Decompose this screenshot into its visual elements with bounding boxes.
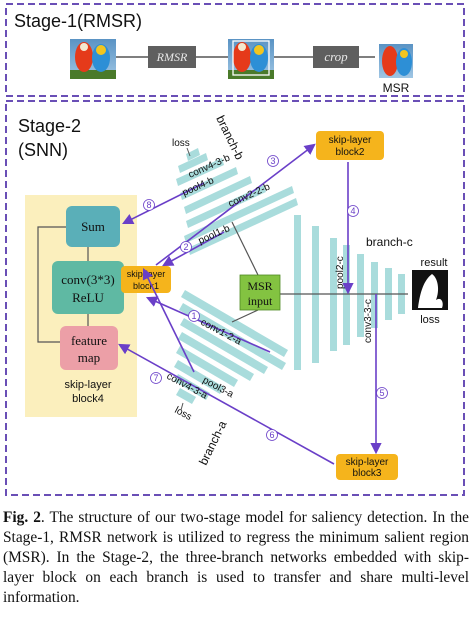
input-parrot-image: [70, 39, 116, 79]
branch-c-layer-4: [343, 245, 350, 345]
region-parrot-image: [228, 39, 274, 79]
branch-a-layer-2: [179, 303, 286, 370]
branch-a-layers: [174, 290, 288, 404]
branch-c-layer-5: [357, 254, 364, 337]
msr-input-box: [239, 274, 281, 311]
crop-label: crop: [324, 49, 348, 64]
branch-b-layer-6: [176, 158, 224, 186]
branch-b-layer-4: [184, 176, 252, 214]
branch-c-layer-1: [294, 215, 301, 370]
arrow-8: [121, 182, 205, 225]
branch-a-layer-5: [176, 346, 238, 387]
step-4: 4: [350, 206, 355, 216]
block4-caption-line2: block4: [72, 393, 104, 405]
rmsr-label: RMSR: [156, 50, 188, 64]
msr-output-image: [379, 44, 413, 78]
branch-c-layer-6: [371, 262, 378, 328]
msr-output-label: MSR: [383, 81, 410, 95]
branch-a-layer-4: [178, 332, 254, 381]
result-label: result: [421, 257, 448, 269]
stage2-title-line1: Stage-2: [18, 116, 81, 136]
arrow-2: [162, 231, 225, 267]
relu-label: ReLU: [72, 290, 104, 305]
arrow-7: [142, 267, 195, 373]
loss-b-line: [186, 147, 191, 157]
branch-c-label: branch-c: [366, 235, 413, 249]
branch-b-layers: [176, 148, 298, 255]
step-7: 7: [153, 373, 158, 383]
stage2-title-line2: (SNN): [18, 140, 68, 160]
branch-a-layer-3: [180, 318, 268, 374]
msr-to-branch-b-line: [231, 221, 259, 276]
stage2-frame: [5, 100, 465, 496]
branch-b-layer-5: [180, 167, 238, 200]
branch-b-layer-1: [188, 198, 298, 255]
rmsr-box: [148, 46, 196, 68]
loss-a-line: [180, 402, 184, 411]
block2-line1: skip-layer: [329, 135, 372, 146]
skip-layer-block2: [316, 131, 384, 160]
block3-line2: block3: [353, 468, 382, 479]
branch-b-label: branch-b: [213, 113, 246, 162]
msr-to-branch-a-line: [231, 309, 259, 323]
msr-input-line1: MSR: [247, 279, 272, 293]
block2-line2: block2: [336, 147, 365, 158]
arrow-6: [118, 343, 335, 465]
step-3: 3: [270, 156, 275, 166]
conv-label: conv(3*3): [61, 272, 114, 287]
figure-caption-text: . The structure of our two-stage model f…: [3, 509, 469, 606]
step-5: 5: [379, 388, 384, 398]
skip-layer-block3: [336, 454, 398, 480]
branch-b-layer-8: [186, 148, 200, 161]
conv-relu-box: [52, 261, 124, 314]
branch-b-layer-7: [178, 153, 208, 173]
result-map: [412, 270, 448, 310]
arrow-1: [145, 296, 271, 353]
map-label: map: [78, 350, 100, 365]
step-6: 6: [269, 430, 274, 440]
branch-a-label: branch-a: [196, 418, 229, 467]
branch-a-layer-8: [176, 388, 196, 404]
msr-input-line2: input: [248, 294, 273, 308]
model-diagram: Stage-1(RMSR) RMSR crop MSR Stage-2 (SNN…: [5, 3, 465, 496]
pool2-c-label: pool2-c: [335, 256, 346, 289]
conv3-3-c-label: conv3-3-c: [363, 299, 374, 343]
feature-map-box: [60, 326, 118, 370]
branch-b-loss: loss: [172, 138, 190, 149]
block4-skip-line: [37, 226, 66, 343]
branch-a-layer-6: [174, 360, 224, 394]
crop-box: [313, 46, 359, 68]
block4-caption-line1: skip-layer: [64, 379, 111, 391]
step-8: 8: [146, 200, 151, 210]
branch-c-loss-label: loss: [420, 314, 440, 326]
step-2: 2: [183, 242, 188, 252]
step-1: 1: [191, 311, 196, 321]
block1-line2: block1: [133, 281, 159, 291]
figure-label: Fig. 2: [3, 509, 41, 526]
stage1-title: Stage-1(RMSR): [14, 11, 142, 31]
sum-box: [66, 206, 120, 247]
figure-caption: Fig. 2. The structure of our two-stage m…: [3, 508, 469, 608]
sum-label: Sum: [81, 219, 105, 234]
branch-b-layer-2: [184, 186, 294, 243]
branch-a-loss: loss: [173, 405, 194, 423]
block3-line1: skip-layer: [346, 457, 389, 468]
branch-a-layer-1: [181, 290, 288, 357]
feature-label: feature: [71, 333, 107, 348]
step-markers: 1 2 3 4 5 6 7 8: [143, 155, 388, 441]
